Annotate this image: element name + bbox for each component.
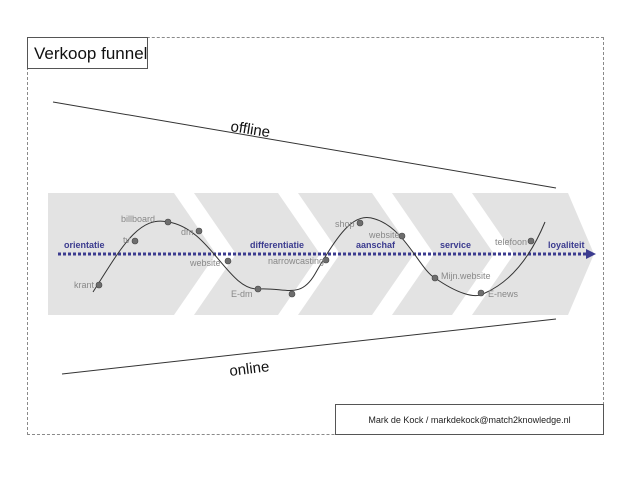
label-edm: E-dm xyxy=(231,289,253,299)
point-tv xyxy=(131,237,139,245)
label-website-2: website xyxy=(368,230,400,240)
point-website-1 xyxy=(224,257,232,265)
label-krant: krant xyxy=(74,280,95,290)
page-title: Verkoop funnel xyxy=(27,37,148,69)
label-dm: dm xyxy=(181,227,194,237)
point-website-2 xyxy=(398,232,406,240)
timeline-arrowhead xyxy=(586,249,596,259)
point-shop xyxy=(356,219,364,227)
channel-online-label: online xyxy=(228,358,270,380)
point-enews xyxy=(477,289,485,297)
point-krant xyxy=(95,281,103,289)
point-billboard xyxy=(164,218,172,226)
funnel-top-line xyxy=(52,101,557,189)
point-narrowcasting xyxy=(322,256,330,264)
author-credit: Mark de Kock / markdekock@match2knowledg… xyxy=(335,404,604,435)
point-dm xyxy=(195,227,203,235)
label-mijn-website: Mijn.website xyxy=(441,271,491,281)
chevron-differentiatie xyxy=(194,193,320,315)
channel-offline-label: offline xyxy=(229,118,271,141)
point-extra xyxy=(288,290,296,298)
label-tv: tv xyxy=(123,235,131,245)
label-shop: shop xyxy=(335,219,355,229)
label-billboard: billboard xyxy=(121,214,155,224)
funnel-bottom-line xyxy=(61,318,557,375)
stage-loyaliteit: loyaliteit xyxy=(548,240,585,250)
point-telefoon xyxy=(527,237,535,245)
label-narrowcasting: narrowcasting xyxy=(268,256,324,266)
point-mijn-website xyxy=(431,274,439,282)
point-edm xyxy=(254,285,262,293)
stage-orientatie: orientatie xyxy=(64,240,105,250)
label-telefoon: telefoon xyxy=(495,237,527,247)
stage-differentiatie: differentiatie xyxy=(250,240,304,250)
label-enews: E-news xyxy=(488,289,519,299)
diagram-frame xyxy=(27,37,604,435)
label-website-1: website xyxy=(189,258,221,268)
stage-aanschaf: aanschaf xyxy=(356,240,396,250)
stage-service: service xyxy=(440,240,471,250)
